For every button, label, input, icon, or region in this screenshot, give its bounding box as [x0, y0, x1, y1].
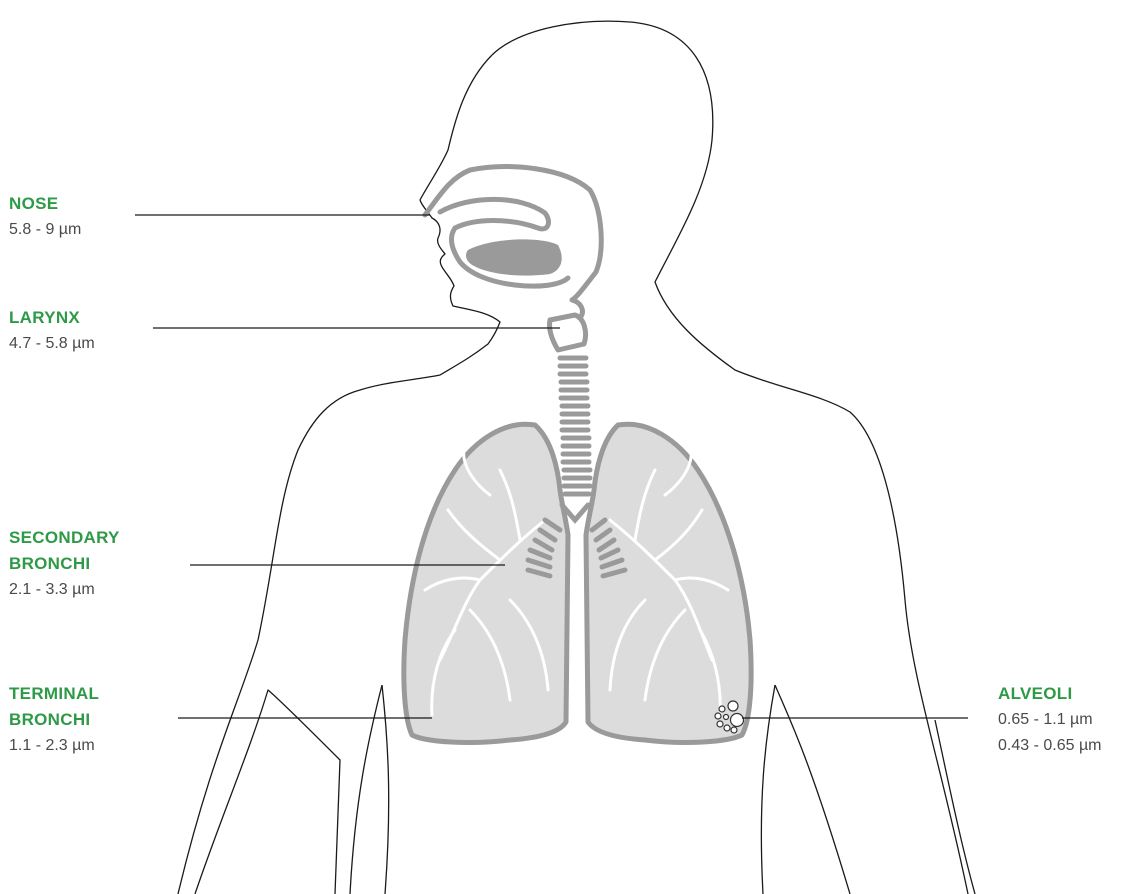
- right-torso-lower: [761, 685, 775, 894]
- label-terminal-bronchi-value: 1.1 - 2.3 µm: [9, 733, 199, 759]
- label-secondary-bronchi-name-line-2: BRONCHI: [9, 551, 199, 577]
- left-lung: [404, 424, 568, 742]
- label-secondary-bronchi-value: 2.1 - 3.3 µm: [9, 577, 199, 603]
- label-secondary-bronchi-name-line-1: SECONDARY: [9, 525, 199, 551]
- label-alveoli-value-1: 0.65 - 1.1 µm: [998, 707, 1102, 733]
- body-silhouette: [178, 21, 975, 894]
- right-arm-inner-outline: [775, 685, 850, 894]
- label-nose-name: NOSE: [9, 191, 81, 217]
- right-lung: [586, 424, 751, 742]
- left-arm-inner-outline: [195, 690, 340, 894]
- head-and-face-outline: [492, 21, 968, 894]
- label-nose: NOSE 5.8 - 9 µm: [9, 191, 81, 243]
- left-torso-side-outline: [350, 685, 382, 894]
- label-alveoli-name: ALVEOLI: [998, 681, 1102, 707]
- label-larynx: LARYNX 4.7 - 5.8 µm: [9, 305, 95, 357]
- label-larynx-value: 4.7 - 5.8 µm: [9, 331, 95, 357]
- label-terminal-bronchi-name-line-1: TERMINAL: [9, 681, 199, 707]
- tongue-shape: [466, 239, 562, 275]
- label-terminal-bronchi-name-line-2: BRONCHI: [9, 707, 199, 733]
- label-alveoli: ALVEOLI 0.65 - 1.1 µm 0.43 - 0.65 µm: [998, 681, 1102, 759]
- trachea: [560, 358, 590, 494]
- label-nose-value: 5.8 - 9 µm: [9, 217, 81, 243]
- label-secondary-bronchi: SECONDARY BRONCHI 2.1 - 3.3 µm: [9, 525, 199, 603]
- label-terminal-bronchi: TERMINAL BRONCHI 1.1 - 2.3 µm: [9, 681, 199, 759]
- label-alveoli-value-2: 0.43 - 0.65 µm: [998, 733, 1102, 759]
- left-torso-lower: [382, 685, 389, 894]
- label-larynx-name: LARYNX: [9, 305, 95, 331]
- right-arm-outer-outline: [935, 720, 975, 894]
- larynx-shape: [549, 315, 585, 350]
